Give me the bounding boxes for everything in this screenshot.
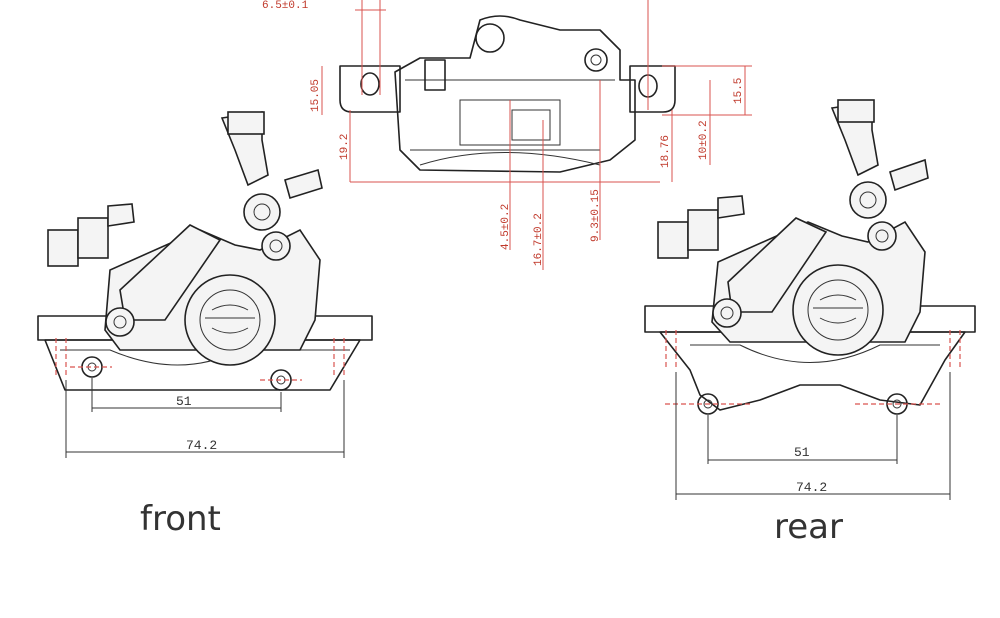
- dim-label-d5: 16.7±0.2: [533, 213, 545, 266]
- front-overall-width-label: 74.2: [186, 438, 217, 453]
- front-mount-spacing-label: 51: [176, 394, 192, 409]
- rear-view: 51 74.2: [644, 99, 976, 500]
- rear-mount-spacing-label: 51: [794, 445, 810, 460]
- dim-label-d8: 10±0.2: [698, 120, 710, 160]
- top-view: 6.5±0.1 15.05 19.2 4.5±0.2 16.7±0.2 9.3±…: [262, 0, 752, 270]
- rear-overall-width-label: 74.2: [796, 480, 827, 495]
- dim-label-d1: 6.5±0.1: [262, 0, 309, 12]
- front-view: 51 74.2: [37, 111, 373, 458]
- dim-label-d6: 9.3±0.15: [590, 189, 602, 242]
- dim-label-d4: 4.5±0.2: [500, 204, 512, 250]
- dim-label-d9: 15.5: [733, 78, 745, 104]
- rear-caption: rear: [774, 507, 843, 547]
- dim-label-d3: 19.2: [339, 134, 351, 160]
- dim-label-d2: 15.05: [310, 79, 322, 112]
- dim-label-d7: 18.76: [660, 135, 672, 168]
- front-caption: front: [140, 499, 221, 539]
